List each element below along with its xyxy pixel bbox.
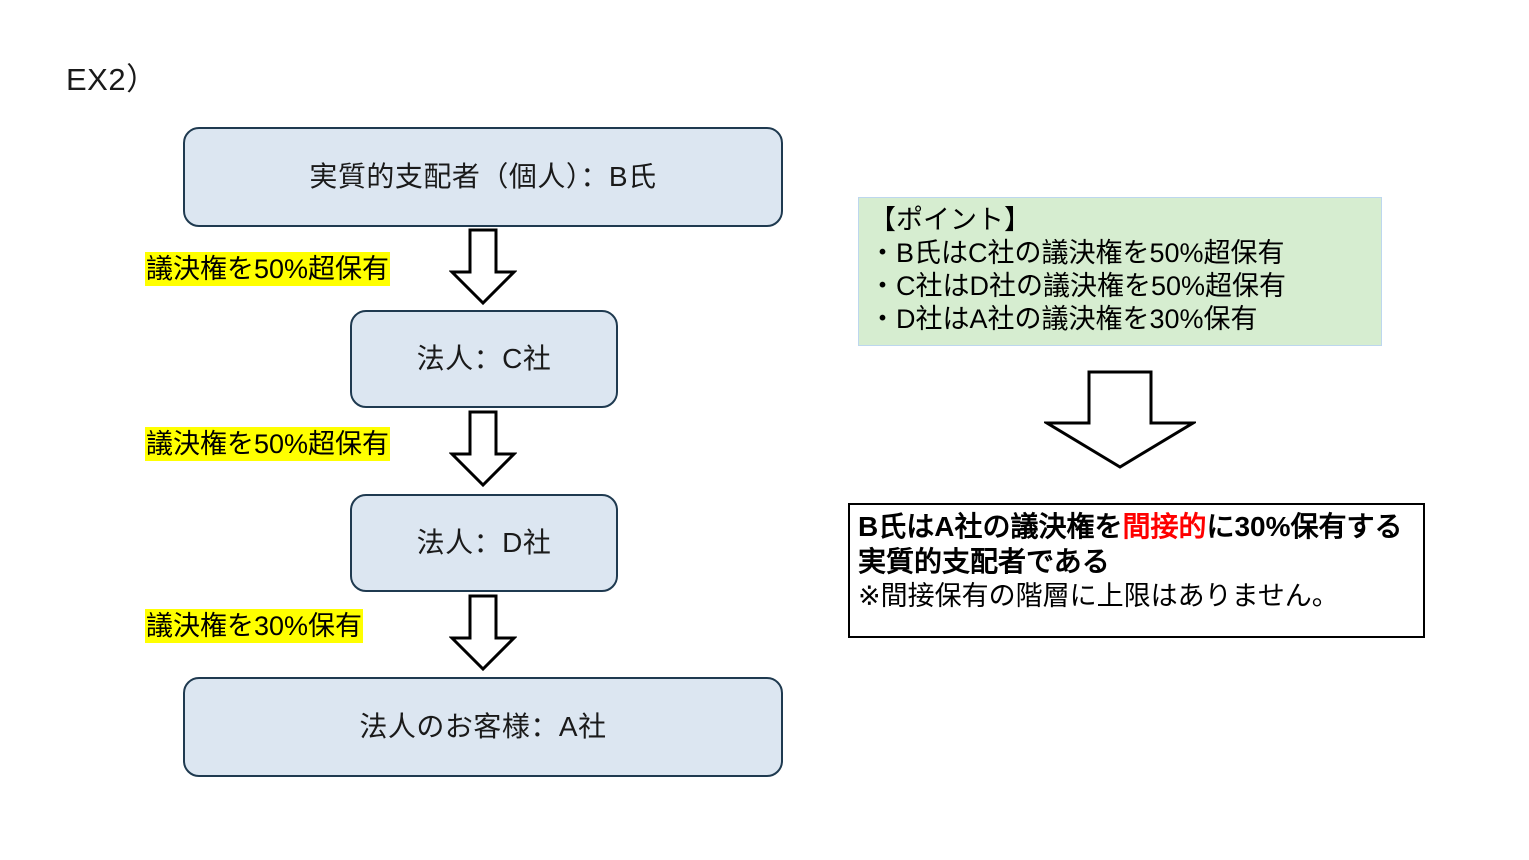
entity-label: 法人：D社 <box>416 527 552 558</box>
down-block-arrow-icon <box>1044 370 1196 470</box>
entity-box-company-d: 法人：D社 <box>350 494 618 592</box>
conclusion-emphasis: 間接的 <box>1122 511 1207 542</box>
entity-label: 法人のお客様：A社 <box>359 711 607 742</box>
points-list-item: ・B氏はC社の議決権を50%超保有 <box>869 238 1285 268</box>
entity-label: 法人：C社 <box>416 343 552 374</box>
edge-label-c-to-d: 議決権を50%超保有 <box>145 427 391 461</box>
conclusion-panel: B氏はA社の議決権を間接的に30%保有する実質的支配者である ※間接保有の階層に… <box>848 503 1425 638</box>
points-list-item: ・D社はA社の議決権を30%保有 <box>869 304 1258 334</box>
conclusion-text-part1: B氏はA社の議決権を <box>858 511 1123 542</box>
down-block-arrow-icon <box>449 228 517 306</box>
down-block-arrow-icon <box>449 594 517 672</box>
points-panel: 【ポイント】 ・B氏はC社の議決権を50%超保有 ・C社はD社の議決権を50%超… <box>858 197 1382 346</box>
down-block-arrow-icon <box>449 410 517 488</box>
conclusion-text-part2: に30%保有する実質的支配者である <box>858 511 1403 577</box>
points-list-item: ・C社はD社の議決権を50%超保有 <box>869 271 1287 301</box>
entity-box-beneficial-owner: 実質的支配者（個人）：B氏 <box>183 127 783 227</box>
points-list: ・B氏はC社の議決権を50%超保有 ・C社はD社の議決権を50%超保有 ・D社は… <box>869 237 1381 336</box>
section-label: EX2） <box>66 62 158 97</box>
entity-box-customer-a: 法人のお客様：A社 <box>183 677 783 777</box>
edge-label-b-to-c: 議決権を50%超保有 <box>145 252 391 286</box>
conclusion-main-text: B氏はA社の議決権を間接的に30%保有する実質的支配者である <box>858 509 1417 579</box>
points-title: 【ポイント】 <box>869 205 1031 235</box>
conclusion-note: ※間接保有の階層に上限はありません。 <box>858 581 1339 611</box>
entity-label: 実質的支配者（個人）：B氏 <box>309 161 657 192</box>
edge-label-d-to-a: 議決権を30%保有 <box>145 609 364 643</box>
entity-box-company-c: 法人：C社 <box>350 310 618 408</box>
